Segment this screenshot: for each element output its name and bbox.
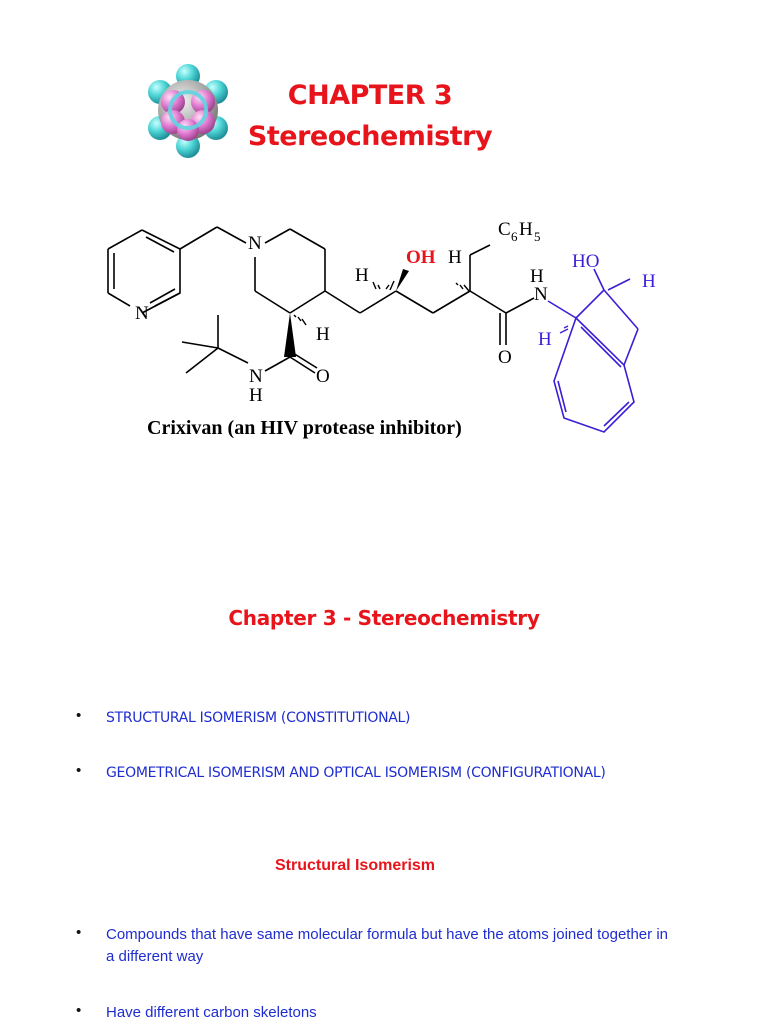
hash-wedges [293, 280, 470, 326]
chapter-subtitle: Stereochemistry [247, 121, 493, 152]
bullet-text: GEOMETRICAL ISOMERISM AND OPTICAL ISOMER… [106, 765, 606, 781]
indane-hash-wedges [559, 325, 569, 334]
c6h5-h-label: H [519, 219, 533, 240]
amide-h-label: H [249, 385, 263, 406]
bullet-text: Compounds that have same molecular formu… [106, 926, 668, 965]
bullet-text: STRUCTURAL ISOMERISM (CONSTITUTIONAL) [106, 710, 411, 726]
bullet-text: Have different carbon skeletons [106, 1004, 317, 1021]
indane-h2-label: H [538, 329, 552, 350]
c6h5-6-label: 6 [511, 229, 518, 244]
c6h5-c-label: C [498, 219, 511, 240]
right-amide-o-label: O [498, 347, 512, 368]
right-h-label: H [448, 247, 462, 268]
piperidine-h-label: H [316, 324, 330, 345]
structure-caption: Crixivan (an HIV protease inhibitor) [147, 417, 462, 439]
bullet-marker: • [76, 924, 82, 941]
bullet-marker: • [76, 1002, 82, 1019]
list-item: • Compounds that have same molecular for… [76, 924, 676, 970]
amide-n-label: N [249, 366, 263, 387]
subsection-heading: Structural Isomerism [274, 857, 436, 874]
section-heading: Chapter 3 - Stereochemistry [228, 606, 540, 630]
indane-ho-label: HO [572, 251, 599, 272]
indane-labels: HO H H [538, 251, 656, 350]
bullet-marker: • [76, 707, 82, 724]
space-filling-molecule-icon [148, 64, 228, 158]
indane-h1-label: H [642, 271, 656, 292]
pyridine-n-label: N [135, 303, 149, 324]
right-amide-n-label: N [534, 284, 548, 305]
piperidine-n-label: N [248, 233, 262, 254]
structure-labels: N N H N H O H OH H C 6 H 5 H N O [135, 219, 548, 406]
list-item: • GEOMETRICAL ISOMERISM AND OPTICAL ISOM… [76, 762, 716, 784]
oh-label: OH [406, 247, 436, 268]
structure-bonds [107, 226, 535, 374]
bullet-marker: • [76, 762, 82, 779]
crixivan-structure-diagram: N N H N H O H OH H C 6 H 5 H N O HO H H … [107, 219, 656, 439]
indane-bonds [547, 268, 639, 433]
list-item: • STRUCTURAL ISOMERISM (CONSTITUTIONAL) [76, 707, 716, 729]
chapter-title: CHAPTER 3 [287, 80, 453, 111]
right-amide-h-label: H [530, 266, 544, 287]
list-item: • Have different carbon skeletons [76, 1002, 716, 1024]
c6h5-5-label: 5 [534, 229, 541, 244]
left-h-label: H [355, 265, 369, 286]
amide-o-label: O [316, 366, 330, 387]
